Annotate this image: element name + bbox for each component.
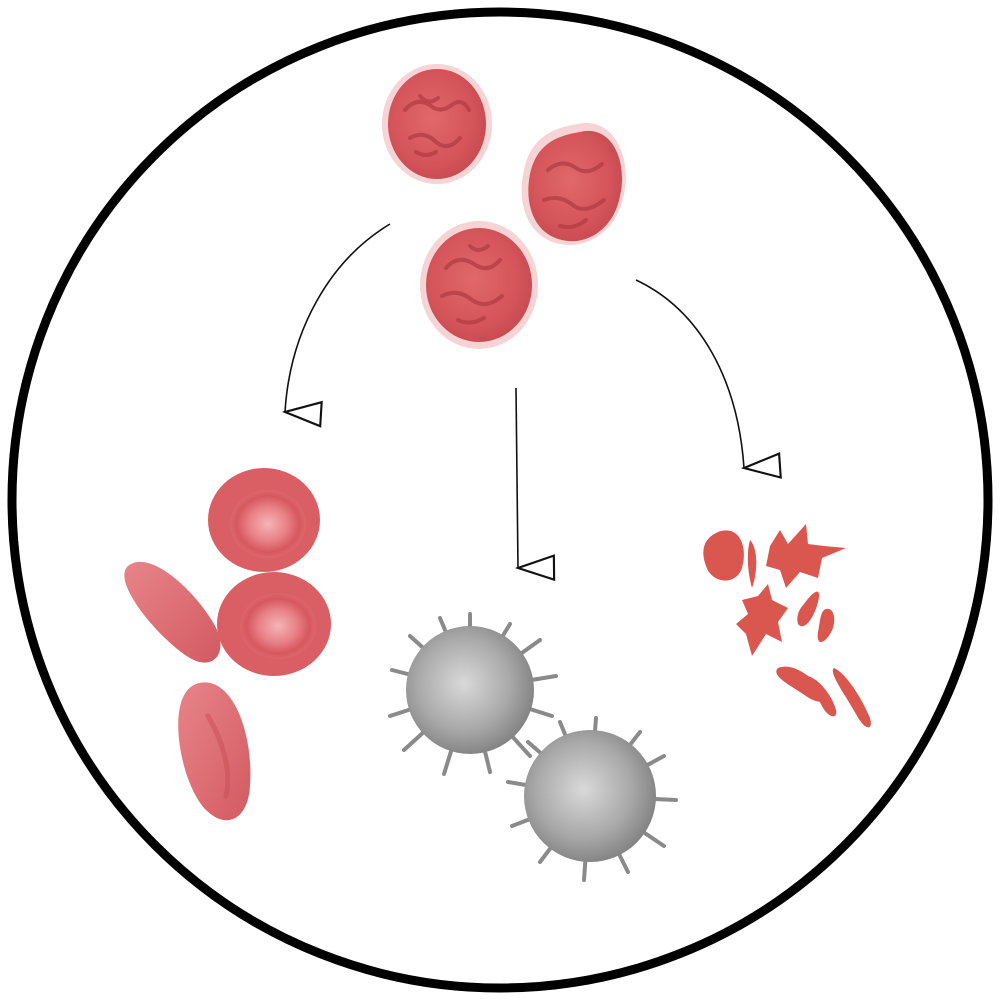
fragment-4 xyxy=(736,584,788,656)
fragment-2 xyxy=(747,540,757,588)
arrow-right xyxy=(635,279,744,468)
red-cell-fragments xyxy=(703,524,871,728)
spiky-cell-1 xyxy=(388,612,558,776)
source-cell-1 xyxy=(382,64,492,184)
rbc-elongated-bottom xyxy=(178,682,251,821)
rbc-elongated-left xyxy=(124,561,221,663)
source-cell-2 xyxy=(521,123,626,246)
fragment-8 xyxy=(804,676,837,717)
arrow-center xyxy=(516,387,518,568)
fragment-5 xyxy=(797,591,820,627)
arrow-left xyxy=(285,223,391,412)
spiky-cell-2 xyxy=(506,716,678,882)
rbc-disc-top xyxy=(208,468,320,572)
fragment-11 xyxy=(762,610,774,623)
normal-red-blood-cells xyxy=(124,468,331,821)
fragment-1 xyxy=(703,530,744,581)
spiky-grey-cells xyxy=(388,612,678,882)
frame-circle xyxy=(7,7,993,993)
fragment-3 xyxy=(766,524,846,588)
source-cells xyxy=(382,64,626,349)
source-cell-3 xyxy=(420,221,538,349)
fragment-9 xyxy=(832,668,871,728)
fragment-7 xyxy=(776,666,825,702)
fragment-10 xyxy=(788,563,800,577)
arrows xyxy=(285,223,744,568)
fragment-6 xyxy=(817,608,835,642)
rbc-disc-middle xyxy=(217,572,331,676)
